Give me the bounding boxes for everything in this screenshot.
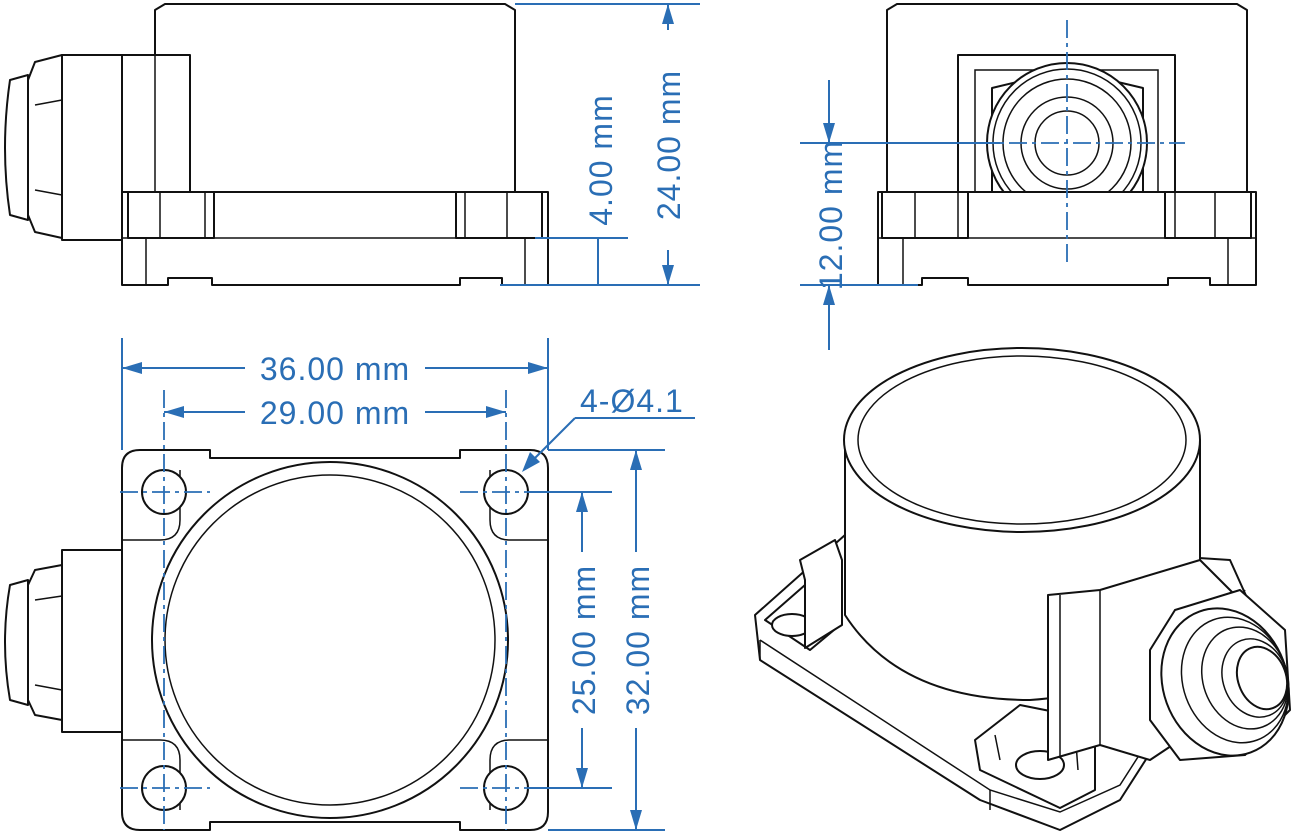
dim-base-height: 4.00 mm <box>535 94 628 285</box>
isometric-view <box>754 347 1291 831</box>
dim-center-height: 12.00 mm <box>800 80 1000 350</box>
dim-width-outer: 36.00 mm <box>121 338 549 450</box>
label-hole-spacing-x: 29.00 mm <box>260 395 410 431</box>
label-hole-callout: 4-Ø4.1 <box>580 383 684 419</box>
dim-height-total: 24.00 mm <box>500 3 700 286</box>
label-width-outer: 36.00 mm <box>260 351 410 387</box>
label-height-total: 24.00 mm <box>651 70 687 220</box>
label-center-height: 12.00 mm <box>813 140 849 290</box>
hole-callout: 4-Ø4.1 <box>522 383 695 472</box>
dim-hole-spacing-x: 29.00 mm <box>164 395 506 431</box>
dim-depth-outer: 32.00 mm <box>548 449 665 831</box>
top-view <box>4 390 550 831</box>
side-view <box>877 3 1257 286</box>
front-view <box>4 3 549 286</box>
label-depth-outer: 32.00 mm <box>620 565 656 715</box>
label-hole-spacing-y: 25.00 mm <box>566 565 602 715</box>
dim-hole-spacing-y: 25.00 mm <box>528 491 612 789</box>
label-base-height: 4.00 mm <box>583 94 619 225</box>
